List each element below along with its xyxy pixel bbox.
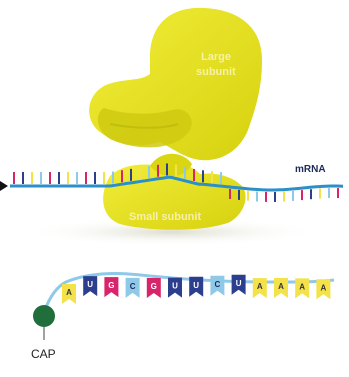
mrna-label: mRNA [295, 164, 326, 175]
base-letter: G [108, 281, 114, 290]
base-letter: U [172, 282, 178, 291]
large-subunit-label-line1: Large [201, 51, 231, 63]
base-letter: G [151, 282, 157, 291]
base-letter: C [130, 282, 136, 291]
cap-icon [33, 305, 55, 327]
base-letter: A [321, 283, 327, 292]
large-subunit-label-line2: subunit [196, 66, 236, 78]
base-letter: U [87, 280, 93, 289]
base-letter: U [193, 281, 199, 290]
large-subunit [89, 8, 262, 160]
base-letter: U [236, 279, 242, 288]
base-letter: C [215, 280, 221, 289]
cap-label: CAP [31, 347, 56, 361]
arrow-icon [0, 181, 8, 191]
base-flags: A U G C G U U C U A A A A [62, 275, 330, 304]
base-letter: A [257, 282, 263, 291]
mrna-chain: CAP A U G C G U U C U A A A A [31, 274, 334, 361]
base-letter: A [299, 282, 305, 291]
small-subunit-label: Small subunit [129, 211, 201, 223]
base-letter: A [278, 282, 284, 291]
base-letter: A [66, 288, 72, 297]
